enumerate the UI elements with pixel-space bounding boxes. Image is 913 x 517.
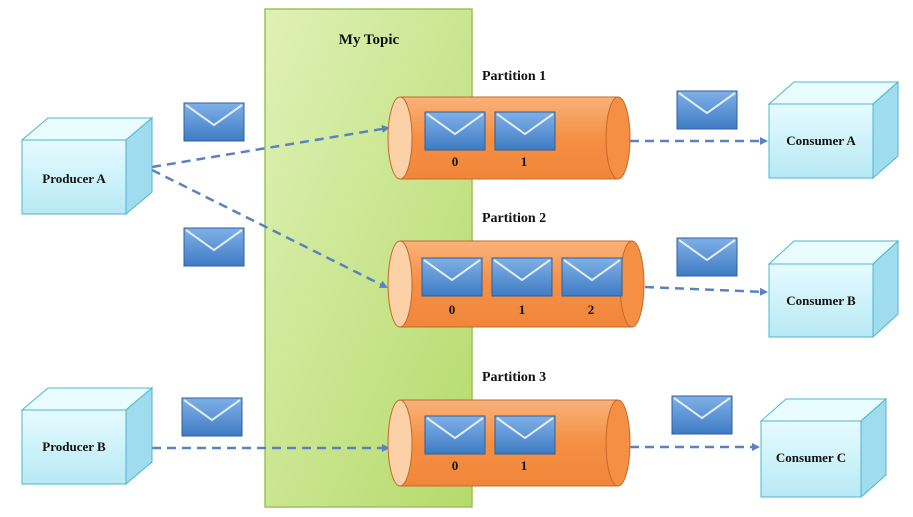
partition-2-message-0-icon	[421, 257, 483, 297]
partition-1-offset-1: 1	[521, 154, 528, 169]
producer-b-box: Producer B	[20, 386, 154, 486]
message-producer-a-partition-1-icon	[183, 102, 245, 142]
partition-1-front-cap	[387, 96, 413, 180]
producer-a-front	[21, 139, 127, 215]
consumer-a-box: Consumer A	[767, 80, 900, 180]
partition-3-end-cap	[605, 399, 631, 487]
partition-1-end-cap	[605, 96, 631, 180]
partition-2-offset-2: 2	[588, 302, 595, 317]
message-partition-2-consumer-b-icon	[676, 237, 738, 277]
consumer-b-label: Consumer B	[786, 293, 856, 308]
consumer-c-label: Consumer C	[776, 450, 846, 465]
message-partition-3-consumer-c-icon	[671, 395, 733, 435]
message-producer-a-partition-2-icon	[183, 227, 245, 267]
partition-3-message-1-icon	[494, 415, 556, 455]
consumer-b-box: Consumer B	[767, 239, 900, 339]
producer-b-label: Producer B	[42, 439, 106, 454]
arrow-partition-2-to-consumer-b	[644, 285, 768, 296]
partition-1-label: Partition 1	[482, 69, 546, 84]
consumer-a-label: Consumer A	[786, 133, 856, 148]
partition-2-front-cap	[387, 240, 413, 328]
consumer-c-box: Consumer C	[759, 397, 888, 499]
message-producer-b-partition-3-icon	[181, 397, 243, 437]
partition-3-offset-0: 0	[452, 458, 459, 473]
partition-1-message-0-icon	[424, 111, 486, 151]
partition-1-offset-0: 0	[452, 154, 459, 169]
consumer-b-front	[768, 263, 874, 338]
topic-title: My Topic	[339, 32, 400, 48]
partition-2-label: Partition 2	[482, 211, 546, 226]
arrows	[151, 125, 768, 452]
message-partition-1-consumer-a-icon	[676, 90, 738, 130]
partition-2-message-2-icon	[561, 257, 623, 297]
partition-2-offset-0: 0	[449, 302, 456, 317]
partition-3-label: Partition 3	[482, 370, 546, 385]
arrow-producer-a-to-partition-2	[151, 168, 388, 289]
partition-2-offset-1: 1	[519, 302, 526, 317]
partition-3-offset-1: 1	[521, 458, 528, 473]
producer-b-front	[21, 409, 127, 485]
envelope-icons	[181, 90, 738, 455]
partition-3-front-cap	[387, 399, 413, 487]
producer-a-label: Producer A	[42, 171, 106, 186]
consumer-c-front	[760, 420, 862, 498]
partition-3-message-0-icon	[424, 415, 486, 455]
partition-1-message-1-icon	[494, 111, 556, 151]
partition-2-message-1-icon	[491, 257, 553, 297]
consumer-a-front	[768, 103, 874, 179]
arrow-producer-a-to-partition-1	[151, 125, 390, 169]
producer-a-box: Producer A	[20, 116, 154, 216]
partition-2-end-cap	[619, 240, 645, 328]
